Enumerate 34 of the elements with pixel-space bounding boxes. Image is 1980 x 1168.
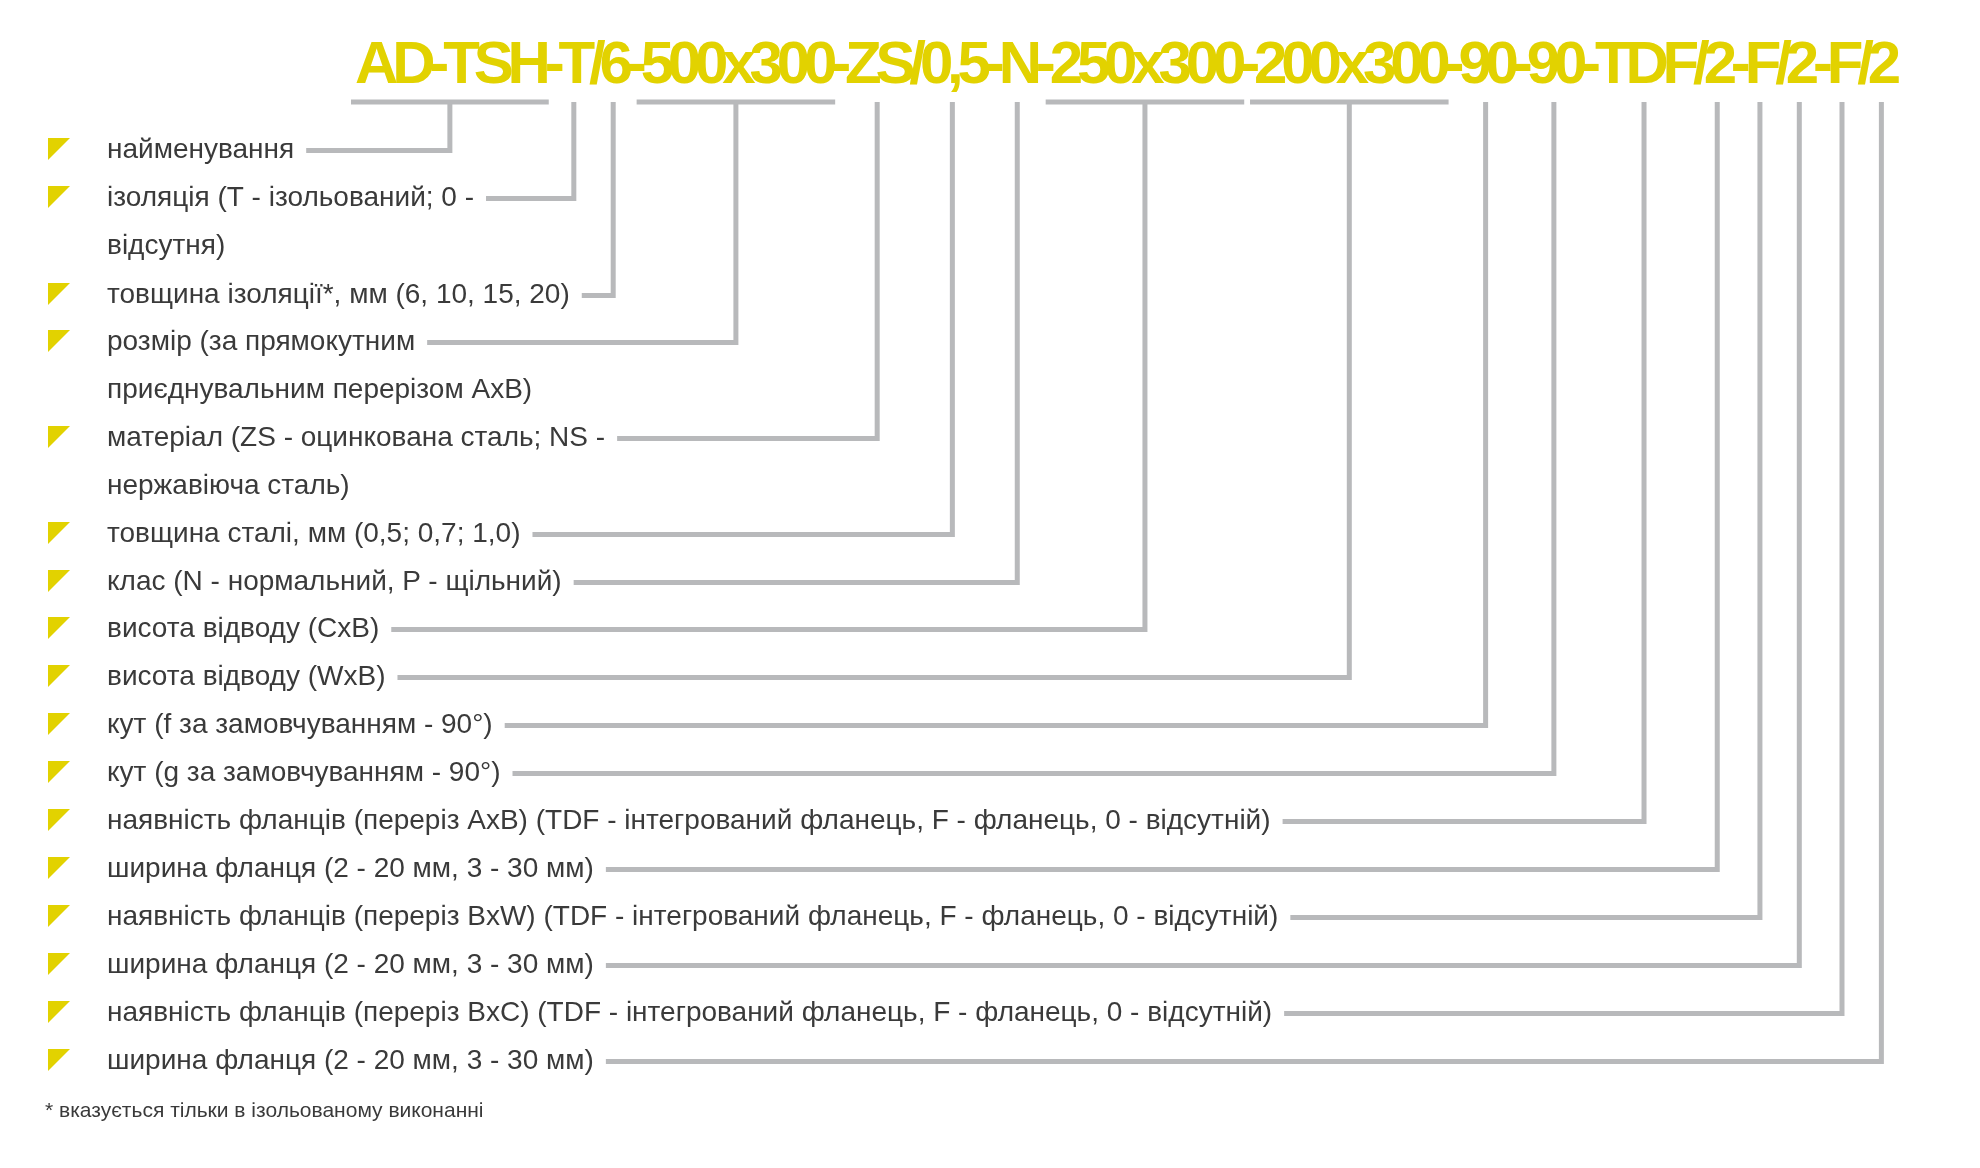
leader-line — [388, 99, 1247, 632]
description-text: ширина фланця (2 - 20 мм, 3 - 30 мм) — [107, 940, 594, 988]
description-text: висота відводу (WxB) — [107, 652, 386, 700]
description-text: наявність фланців (переріз AxB) (TDF - інтегрований фланець, F - фланець, 0 - відсутній) — [107, 796, 1271, 844]
leader-line — [605, 102, 1884, 1064]
description-text: розмір (за прямокутним приєднувальним перерізом АхВ) — [107, 317, 587, 413]
product-code: AD-TSH-T/6-500x300-ZS/0,5-N-250x300-200x300-90-90-TDF/2-F/2-F/2 — [355, 28, 1895, 98]
leader-line — [1290, 102, 1763, 920]
description-text: товщина ізоляції*, мм (6, 10, 15, 20) — [107, 270, 570, 318]
description-text: висота відводу (CxB) — [107, 604, 380, 652]
leader-line — [1284, 102, 1845, 1016]
description-text: ширина фланця (2 - 20 мм, 3 - 30 мм) — [107, 1036, 594, 1084]
footnote: * вказується тільки в ізольованому виконанні — [45, 1098, 484, 1122]
description-text: ширина фланця (2 - 20 мм, 3 - 30 мм) — [107, 844, 594, 892]
leader-line — [581, 102, 616, 298]
description-text: наявність фланців (переріз BxC) (TDF - інтегрований фланець, F - фланець, 0 - відсутній) — [107, 988, 1273, 1036]
description-text: клас (N - нормальний, P - щільний) — [107, 557, 562, 605]
leader-line — [573, 102, 1020, 585]
leader-line — [486, 102, 577, 201]
description-text: кут (g за замовчуванням - 90°) — [107, 748, 501, 796]
description-text: наявність фланців (переріз BxW) (TDF - інтегрований фланець, F - фланець, 0 - відсутній) — [107, 892, 1279, 940]
leader-line — [605, 102, 1720, 872]
leader-line — [532, 102, 955, 537]
description-text: матеріал (ZS - оцинкована сталь; NS - нержавіюча сталь) — [107, 413, 617, 509]
leader-line — [424, 99, 838, 345]
description-text: кут (f за замовчуванням - 90°) — [107, 700, 493, 748]
leader-line — [605, 102, 1802, 968]
description-text: найменування — [107, 125, 295, 173]
description-text: ізоляція (Т - ізольований; 0 - відсутня) — [107, 173, 537, 269]
leader-line — [617, 102, 880, 441]
leader-line — [303, 99, 552, 153]
leader-line — [1282, 102, 1647, 824]
description-text: товщина сталі, мм (0,5; 0,7; 1,0) — [107, 509, 521, 557]
leader-line — [394, 99, 1452, 680]
